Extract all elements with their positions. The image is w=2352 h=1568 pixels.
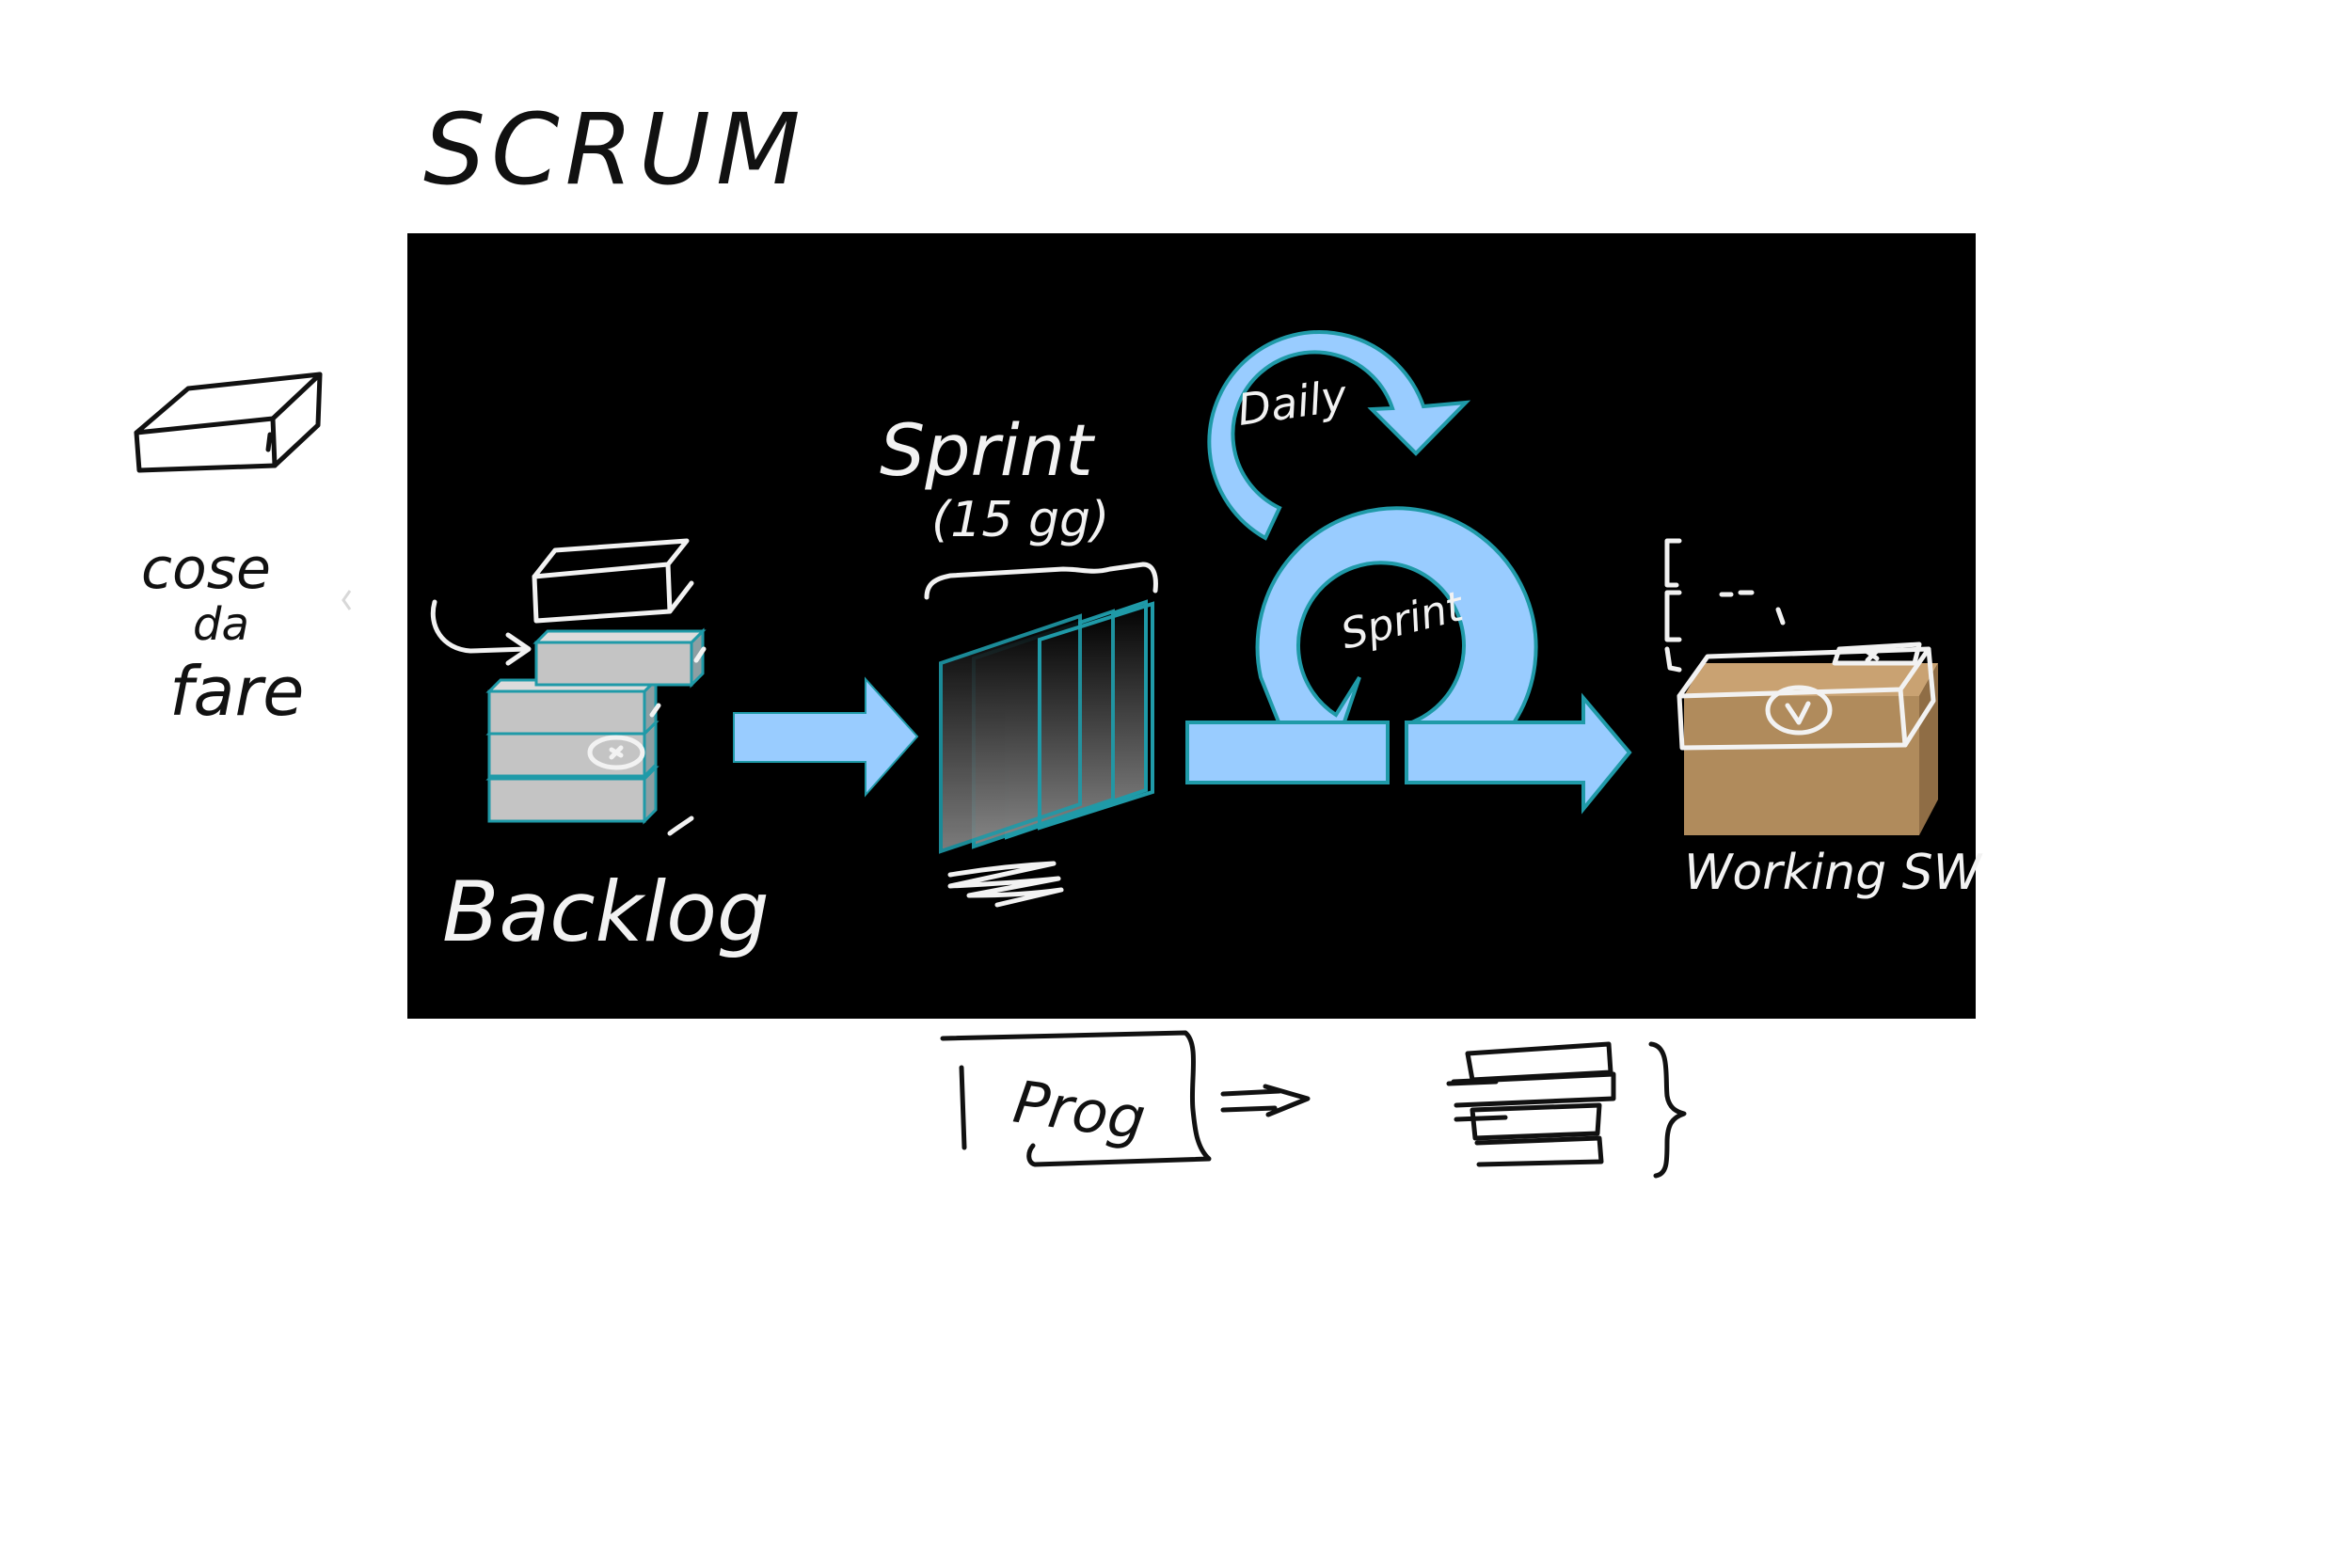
backlog-box (485, 676, 660, 737)
backlog-chalk-marks (430, 538, 707, 836)
omega-left-foot (1185, 721, 1390, 784)
sprint-sheets (939, 599, 1154, 854)
working-sw-label: Working SW (1684, 845, 1984, 901)
side-note-line-2: da (193, 598, 249, 651)
todo-box-sketch (134, 372, 323, 473)
side-note: cose da fare (141, 536, 304, 731)
working-sw-chalk-marks (1664, 538, 1936, 751)
prog-sketch (940, 1030, 1311, 1167)
stray-mark (342, 590, 352, 610)
backlog-stack: Backlog (430, 538, 770, 960)
page-title: SCRUM (423, 92, 806, 207)
prog-label: Prog (1009, 1068, 1150, 1154)
stack-sketch (1446, 1041, 1687, 1179)
daily-loop-arrow (1207, 330, 1471, 541)
flow-arrow-2 (1405, 692, 1632, 815)
diagram-panel (407, 233, 1976, 1019)
flow-arrow-1 (733, 676, 919, 798)
sprint-duration: (15 gg) (931, 492, 1109, 548)
sprint-omega-ring (1246, 506, 1538, 784)
sprint-label: Sprint (880, 408, 1096, 492)
sprint-chalk-marks (924, 562, 1158, 908)
side-note-line-1: cose (141, 536, 271, 602)
backlog-label: Backlog (442, 863, 770, 960)
scrum-loop (1185, 330, 1632, 815)
side-note-line-3: fare (169, 652, 304, 731)
backlog-box-top (532, 627, 707, 689)
